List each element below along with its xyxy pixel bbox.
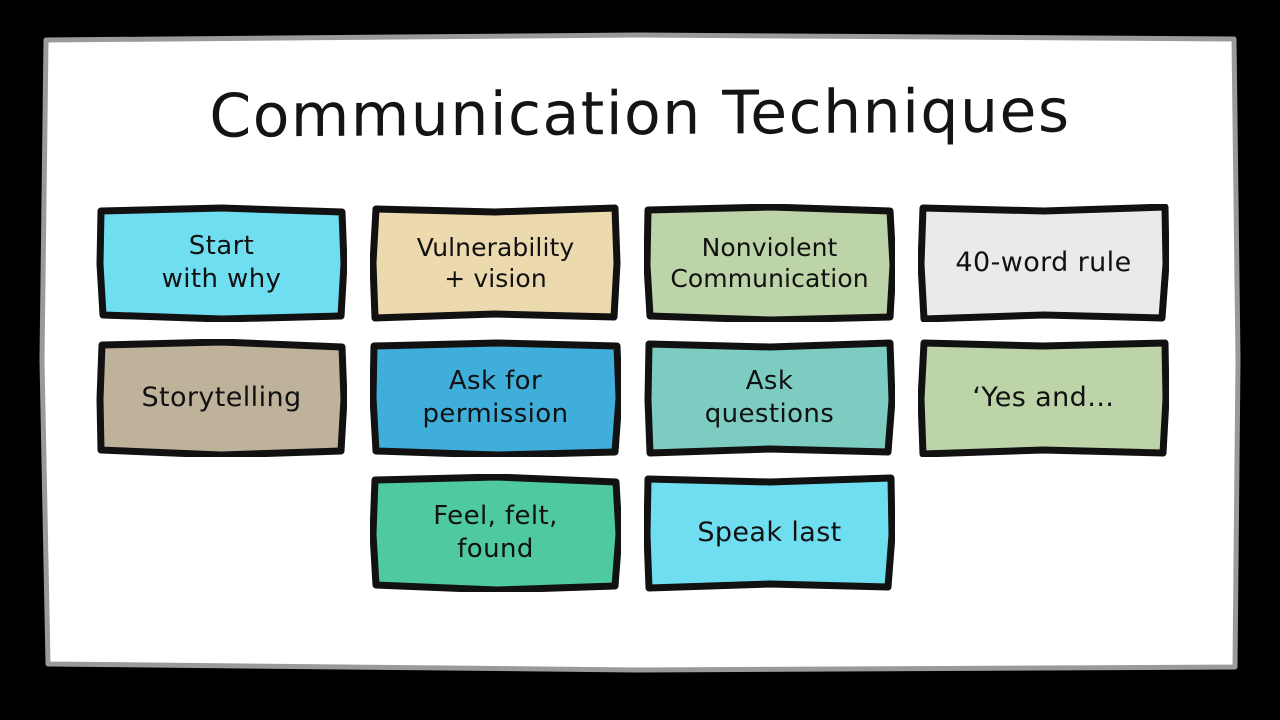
technique-row: Feel, felt, found Speak last (96, 474, 1186, 609)
card-label: Nonviolent Communication (670, 232, 869, 294)
card-label: Feel, felt, found (433, 501, 558, 564)
card-label: Speak last (697, 516, 842, 548)
card-label: Ask questions (704, 366, 835, 429)
technique-card-speak-last[interactable]: Speak last (644, 474, 895, 592)
technique-card-vulnerability-vision[interactable]: Vulnerability + vision (370, 204, 621, 322)
technique-card-start-with-why[interactable]: Start with why (96, 204, 347, 322)
technique-card-forty-word-rule[interactable]: 40-word rule (918, 204, 1169, 322)
technique-row: Start with why Vulnerability + vision No… (96, 204, 1186, 339)
card-shape (96, 339, 347, 457)
card-shape (918, 339, 1169, 457)
technique-card-storytelling[interactable]: Storytelling (96, 339, 347, 457)
card-label: Vulnerability + vision (416, 232, 575, 294)
card-label: ‘Yes and… (972, 381, 1115, 413)
technique-row: Storytelling Ask for permission Ask ques… (96, 339, 1186, 474)
card-shape (370, 339, 621, 457)
card-label: 40-word rule (955, 246, 1132, 278)
card-shape (644, 474, 895, 592)
technique-card-ask-questions[interactable]: Ask questions (644, 339, 895, 457)
card-shape (96, 204, 347, 322)
board-content: Communication Techniques Start with why … (44, 36, 1236, 668)
card-label: Ask for permission (422, 366, 569, 429)
page-title: Communication Techniques (209, 76, 1071, 152)
card-shape (370, 204, 621, 322)
card-label: Storytelling (141, 381, 302, 413)
technique-card-yes-and[interactable]: ‘Yes and… (918, 339, 1169, 457)
card-shape (644, 339, 895, 457)
card-shape (644, 204, 895, 322)
card-shape (370, 474, 621, 592)
card-shape (918, 204, 1169, 322)
technique-grid: Start with why Vulnerability + vision No… (96, 204, 1186, 609)
technique-card-feel-felt-found[interactable]: Feel, felt, found (370, 474, 621, 592)
whiteboard-paper (39, 32, 1241, 673)
technique-card-nonviolent-communication[interactable]: Nonviolent Communication (644, 204, 895, 322)
technique-card-ask-for-permission[interactable]: Ask for permission (370, 339, 621, 457)
card-label: Start with why (161, 231, 282, 294)
